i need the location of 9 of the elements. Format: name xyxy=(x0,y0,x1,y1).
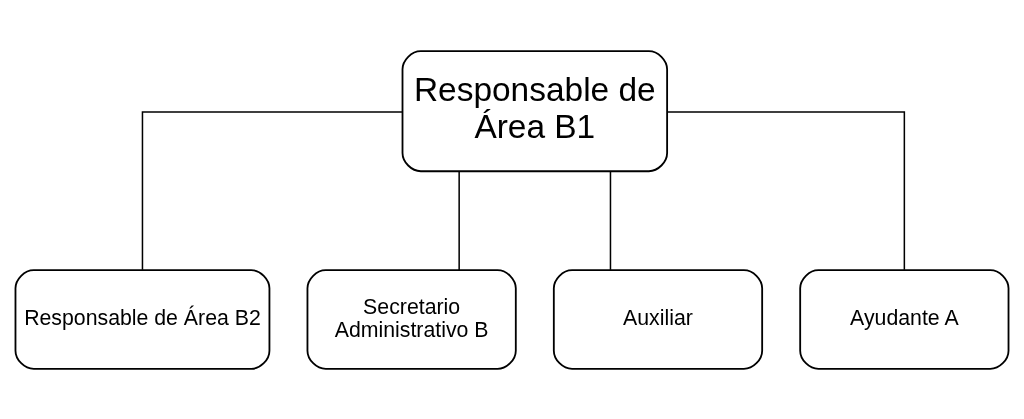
node-box: Ayudante A xyxy=(799,268,1010,370)
connector xyxy=(609,170,612,271)
connector xyxy=(141,110,403,270)
node-box: Responsable de Área B1 xyxy=(401,49,669,172)
node-box: Responsable de Área B2 xyxy=(14,268,271,370)
connector xyxy=(458,170,460,271)
connector xyxy=(666,110,906,270)
node-box: Auxiliar xyxy=(552,268,764,370)
node-box: Secretario Administrativo B xyxy=(306,268,517,370)
